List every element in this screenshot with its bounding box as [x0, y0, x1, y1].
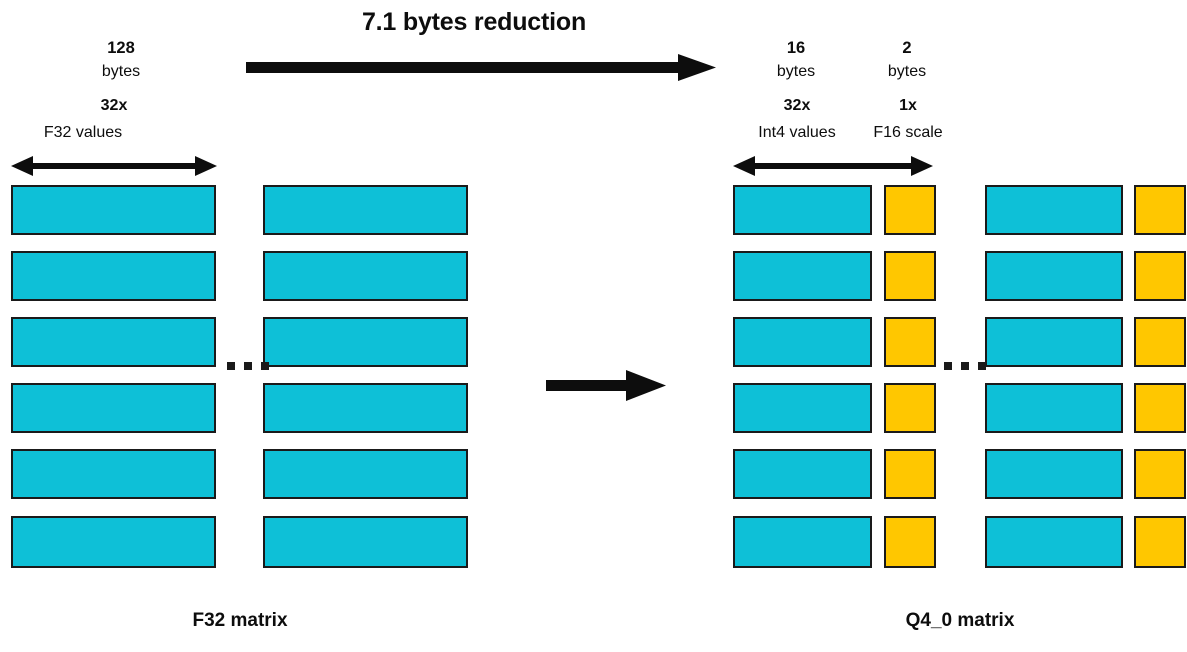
q4-scale-cell [884, 516, 936, 568]
q4-scale-cell [1134, 383, 1186, 433]
left-block-count: 32x [100, 97, 128, 114]
conversion-arrow-icon [546, 370, 666, 401]
right-values-count: 32x [783, 97, 811, 114]
left-matrix-caption: F32 matrix [192, 610, 288, 631]
q4-values-cell [733, 449, 872, 499]
f32-cell [263, 185, 468, 235]
q4-values-cell [985, 251, 1123, 301]
right-values-desc: Int4 values [758, 124, 836, 141]
right-values-size-value: 16 [786, 39, 806, 57]
f32-cell [263, 383, 468, 433]
q4-scale-cell [1134, 185, 1186, 235]
f32-cell [263, 251, 468, 301]
diagram-title: 7.1 bytes reduction [361, 8, 587, 36]
left-block-desc: F32 values [43, 124, 123, 141]
q4-values-cell [985, 383, 1123, 433]
q4-scale-cell [1134, 449, 1186, 499]
q4-scale-cell [1134, 251, 1186, 301]
f32-cell [11, 383, 216, 433]
q4-values-cell [733, 251, 872, 301]
q4-scale-cell [1134, 317, 1186, 367]
right-scale-size-unit: bytes [887, 63, 927, 80]
q4-values-cell [733, 317, 872, 367]
right-matrix-ellipsis [944, 362, 986, 370]
right-scale-desc: F16 scale [873, 124, 943, 141]
f32-cell [11, 449, 216, 499]
q4-scale-cell [1134, 516, 1186, 568]
left-size-value: 128 [107, 39, 135, 57]
q4-scale-cell [884, 317, 936, 367]
q4-values-cell [985, 516, 1123, 568]
f32-cell [11, 251, 216, 301]
f32-cell [11, 317, 216, 367]
q4-values-cell [733, 185, 872, 235]
q4-scale-cell [884, 251, 936, 301]
right-scale-size-value: 2 [902, 39, 912, 57]
q4-values-cell [985, 317, 1123, 367]
right-span-arrow-icon [733, 156, 933, 176]
f32-cell [263, 516, 468, 568]
q4-values-cell [733, 383, 872, 433]
f32-cell [263, 317, 468, 367]
f32-cell [11, 185, 216, 235]
q4-scale-cell [884, 449, 936, 499]
f32-cell [263, 449, 468, 499]
q4-scale-cell [884, 383, 936, 433]
reduction-arrow-icon [246, 54, 716, 81]
right-matrix-caption: Q4_0 matrix [905, 610, 1015, 631]
q4-values-cell [733, 516, 872, 568]
q4-values-cell [985, 449, 1123, 499]
right-values-size-unit: bytes [776, 63, 816, 80]
left-span-arrow-icon [11, 156, 217, 176]
f32-cell [11, 516, 216, 568]
left-size-unit: bytes [101, 63, 141, 80]
q4-scale-cell [884, 185, 936, 235]
right-scale-count: 1x [899, 97, 917, 114]
left-matrix-ellipsis [227, 362, 269, 370]
q4-values-cell [985, 185, 1123, 235]
